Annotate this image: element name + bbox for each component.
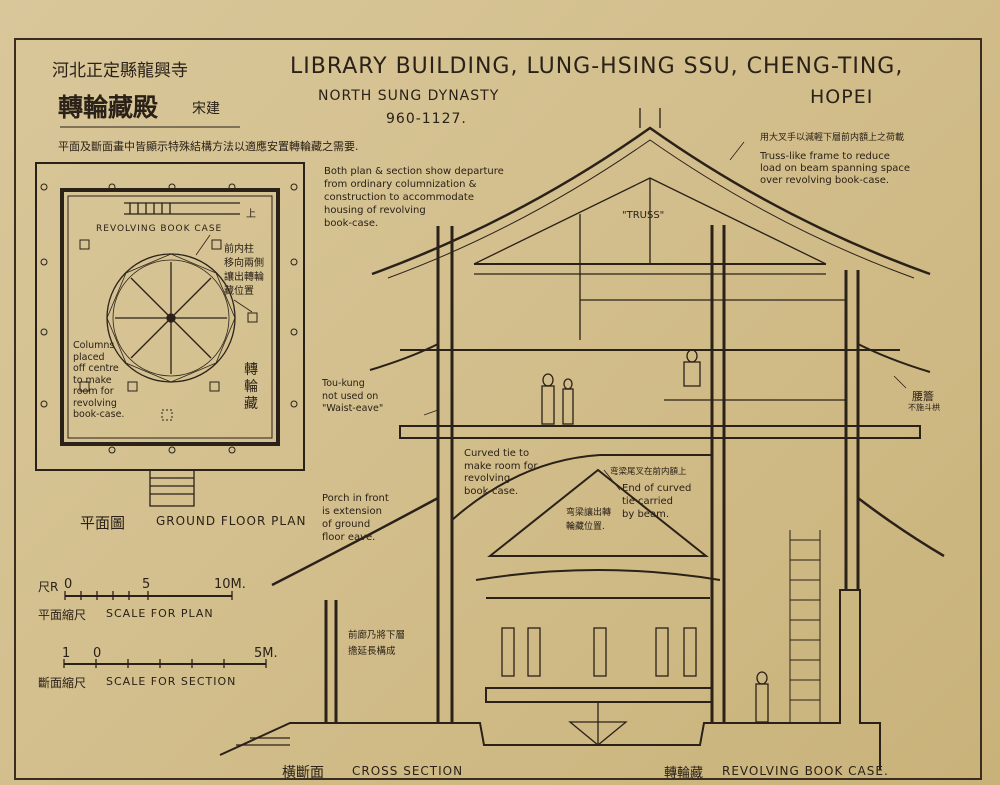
province-title: HOPEI [810, 86, 874, 108]
cross-section [219, 108, 945, 770]
ground-floor-plan [35, 162, 305, 507]
plan-scale-label-chinese: 平面縮尺 [38, 608, 87, 622]
truss-label: "TRUSS" [622, 210, 665, 221]
plan-scale-tick-10: 10M. [214, 577, 246, 592]
plan-scale-label: SCALE FOR PLAN [106, 607, 214, 620]
plan-scale-prefix: 尺R [38, 580, 59, 594]
chinese-general-note: 平面及斷面畫中皆顯示特殊結構方法以適應安置轉輪藏之需要. [58, 140, 359, 153]
porch-chinese-note: 前廊乃將下層 擔延長構成 [348, 630, 406, 657]
chinese-location: 河北正定縣龍興寺 [52, 61, 188, 81]
plan-caption: GROUND FLOOR PLAN [156, 514, 307, 528]
section-scale-label-chinese: 斷面縮尺 [38, 676, 87, 690]
plan-revolving-label: REVOLVING BOOK CASE [96, 224, 223, 234]
truss-note: Truss-like frame to reduce load on beam … [760, 151, 911, 186]
scale-bars [63, 591, 267, 668]
plan-revolving-book-case [106, 253, 236, 383]
section-scale-label: SCALE FOR SECTION [106, 675, 237, 688]
end-tie-chinese: 弯梁尾叉在前内額上 [610, 467, 687, 477]
book-case-caption: REVOLVING BOOK CASE. [722, 764, 889, 778]
section-scale-tick-0: 0 [93, 646, 102, 661]
both-plan-note: Both plan & section show departure from … [324, 166, 504, 229]
curved-tie-chinese: 弯梁讓出轉 輪藏位置. [566, 508, 612, 532]
main-title: LIBRARY BUILDING, LUNG-HSING SSU, CHENG-… [290, 54, 904, 79]
drawing-frame [14, 38, 982, 780]
section-caption: CROSS SECTION [352, 764, 464, 778]
chinese-building-name: 轉輪藏殿 [58, 93, 159, 122]
plan-scale-tick-5: 5 [142, 577, 151, 592]
plan-caption-chinese: 平面圖 [80, 514, 126, 532]
section-caption-chinese: 橫斷面 [282, 765, 324, 781]
chinese-dynasty: 宋建 [192, 101, 220, 117]
section-top-chinese-note: 用大叉手以減輕下層前内額上之荷載 [760, 133, 905, 143]
section-revolving-book-case [475, 468, 721, 746]
dynasty-dates: 960-1127. [386, 111, 467, 127]
toukung-note: Tou-kung not used on "Waist-eave" [322, 378, 384, 414]
waist-eave-chinese-note: 不施斗栱 [908, 403, 940, 412]
book-case-caption-chinese: 轉輪藏 [664, 766, 704, 781]
plan-scale-tick-0: 0 [64, 577, 73, 592]
dynasty-subtitle: NORTH SUNG DYNASTY [318, 88, 500, 104]
plan-chinese-vertical: 轉輪藏 [244, 362, 258, 412]
plan-chinese-note: 前内柱 移向兩側 讓出轉輪 藏位置 [224, 244, 264, 297]
section-scale-tick-5: 5M. [254, 646, 278, 661]
section-scale-tick-1: 1 [62, 646, 71, 661]
plan-stair [124, 202, 240, 215]
waist-eave-chinese: 腰簷 [912, 390, 934, 403]
plan-up-label: 上 [246, 209, 256, 220]
